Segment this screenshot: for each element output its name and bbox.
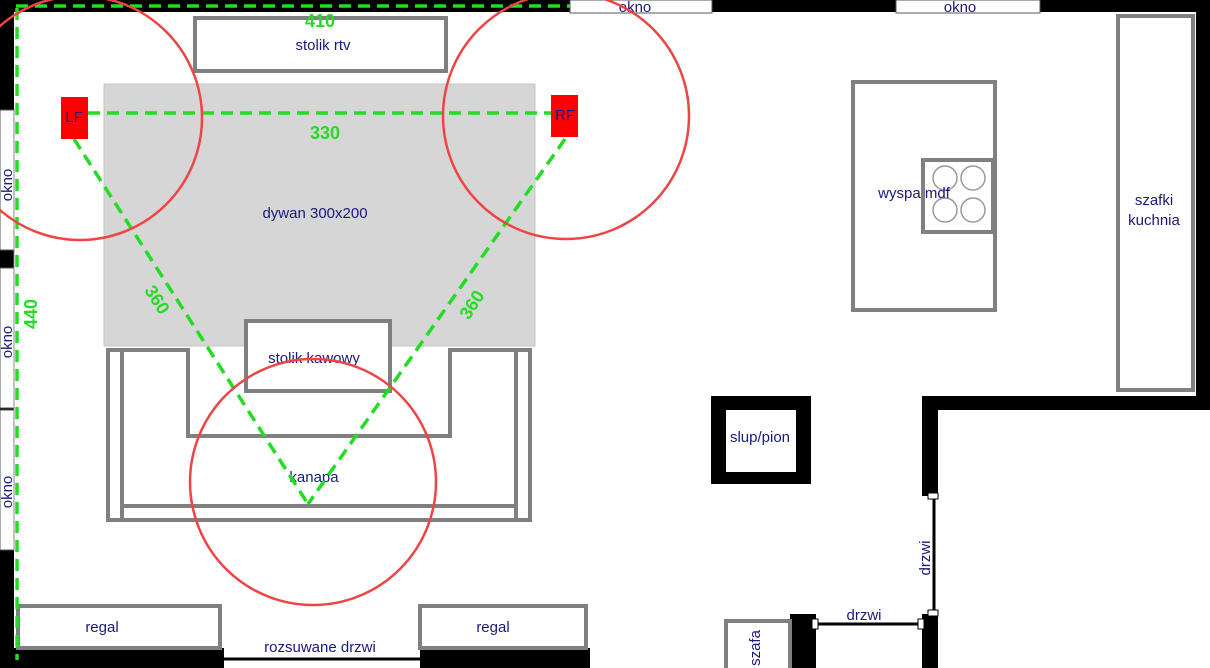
sofa-label: kanapa xyxy=(289,469,339,486)
kitchen-cabinets-label-line1: szafki xyxy=(1135,192,1173,209)
dimension-left-label: 440 xyxy=(21,299,41,329)
dimension-line-left-diagonal xyxy=(72,138,310,505)
window-top-1: okno xyxy=(569,0,713,16)
circle-right-speaker xyxy=(441,0,691,241)
shelf-right xyxy=(418,604,588,650)
shelf-left-label: regal xyxy=(85,619,118,636)
shelf-right-label: regal xyxy=(476,619,509,636)
kitchen-island-label: wyspa mdf xyxy=(877,185,951,202)
window-top-1-label: okno xyxy=(619,0,652,16)
window-left-2-label: okno xyxy=(0,326,16,359)
tv-stand xyxy=(193,16,448,73)
door-horizontal: drzwi xyxy=(811,607,925,630)
wardrobe-label: szafa xyxy=(747,629,764,666)
kitchen-cabinets-label-line2: kuchnia xyxy=(1128,212,1180,229)
speaker-left-front xyxy=(61,97,88,139)
sofa xyxy=(106,348,532,522)
door-vertical-label: drzwi xyxy=(917,540,934,575)
wardrobe xyxy=(724,619,792,668)
speaker-left-front-label: LF xyxy=(65,109,83,126)
circle-listening-position xyxy=(188,357,438,607)
rug-label: dywan 300x200 xyxy=(262,205,367,222)
coffee-table xyxy=(244,319,392,393)
sliding-door-label: rozsuwane drzwi xyxy=(264,639,376,656)
window-top-2-label: okno xyxy=(944,0,977,16)
dimension-line-right-diagonal xyxy=(306,137,567,506)
window-left-3-label: okno xyxy=(0,476,16,509)
window-left-3: okno xyxy=(0,409,16,551)
speaker-right-front xyxy=(551,95,578,137)
speaker-right-front-label: RF xyxy=(555,107,575,124)
coverage-circles xyxy=(0,0,691,607)
kitchen-cabinets xyxy=(1116,14,1195,392)
shelf-left xyxy=(16,604,222,650)
window-left-1-label: okno xyxy=(0,169,16,202)
tv-stand-label: stolik rtv xyxy=(295,37,351,54)
dimension-lines xyxy=(15,4,570,660)
cooktop-burners xyxy=(932,165,986,223)
dimension-speaker-label: 330 xyxy=(310,123,340,143)
window-top-2: okno xyxy=(895,0,1041,16)
door-horizontal-label: drzwi xyxy=(846,607,881,624)
pillar-label: slup/pion xyxy=(730,429,790,446)
dimension-top-label: 410 xyxy=(305,11,335,31)
window-left-2: okno xyxy=(0,267,16,409)
circle-left-speaker xyxy=(0,0,204,242)
window-left-1: okno xyxy=(0,109,16,251)
door-vertical: drzwi xyxy=(917,492,939,617)
